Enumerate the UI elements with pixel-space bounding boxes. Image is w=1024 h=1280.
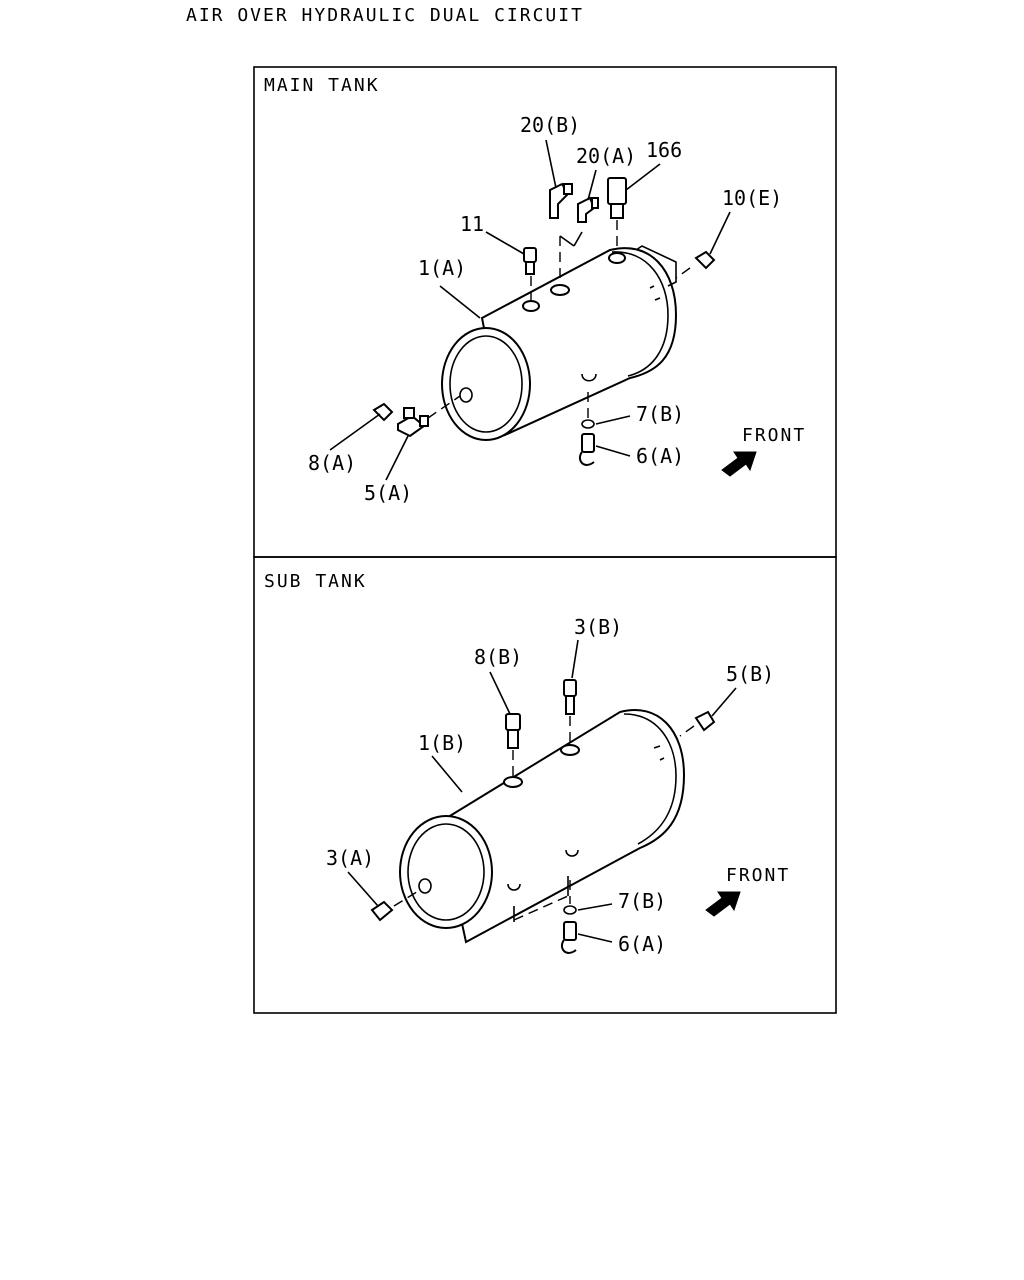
callout-1b: 1(B) (418, 731, 466, 755)
diagram-title: AIR OVER HYDRAULIC DUAL CIRCUIT (186, 5, 584, 26)
callout-11: 11 (460, 212, 484, 236)
callout-7b-main: 7(B) (636, 402, 684, 426)
callout-5b: 5(B) (726, 662, 774, 686)
callout-1a: 1(A) (418, 256, 466, 280)
sub-front-label: FRONT (726, 865, 790, 886)
callout-10e: 10(E) (722, 186, 782, 210)
callout-3b: 3(B) (574, 615, 622, 639)
main-front-arrow-icon (721, 451, 757, 477)
sub-tank-body (399, 709, 686, 944)
callout-3a: 3(A) (326, 846, 374, 870)
callout-166: 166 (646, 138, 682, 162)
sub-tank-section: SUB TANK (264, 571, 790, 956)
callout-20b: 20(B) (520, 113, 580, 137)
callout-7b-sub: 7(B) (618, 889, 666, 913)
callout-6a-main: 6(A) (636, 444, 684, 468)
main-tank-heading: MAIN TANK (264, 75, 380, 96)
sub-tank-fittings (370, 679, 716, 954)
sub-tank-leaders (347, 639, 737, 943)
callout-20a: 20(A) (576, 144, 636, 168)
main-tank-leaders (329, 139, 731, 481)
sub-tank-panel (253, 556, 837, 1014)
sub-tank-heading: SUB TANK (264, 571, 367, 592)
main-tank-fittings (372, 177, 716, 466)
callout-6a-sub: 6(A) (618, 932, 666, 956)
callout-8a: 8(A) (308, 451, 356, 475)
callout-8b: 8(B) (474, 645, 522, 669)
main-front-label: FRONT (742, 425, 806, 446)
sub-front-arrow-icon (705, 891, 741, 917)
main-tank-section: MAIN TANK (264, 75, 806, 505)
callout-5a: 5(A) (364, 481, 412, 505)
